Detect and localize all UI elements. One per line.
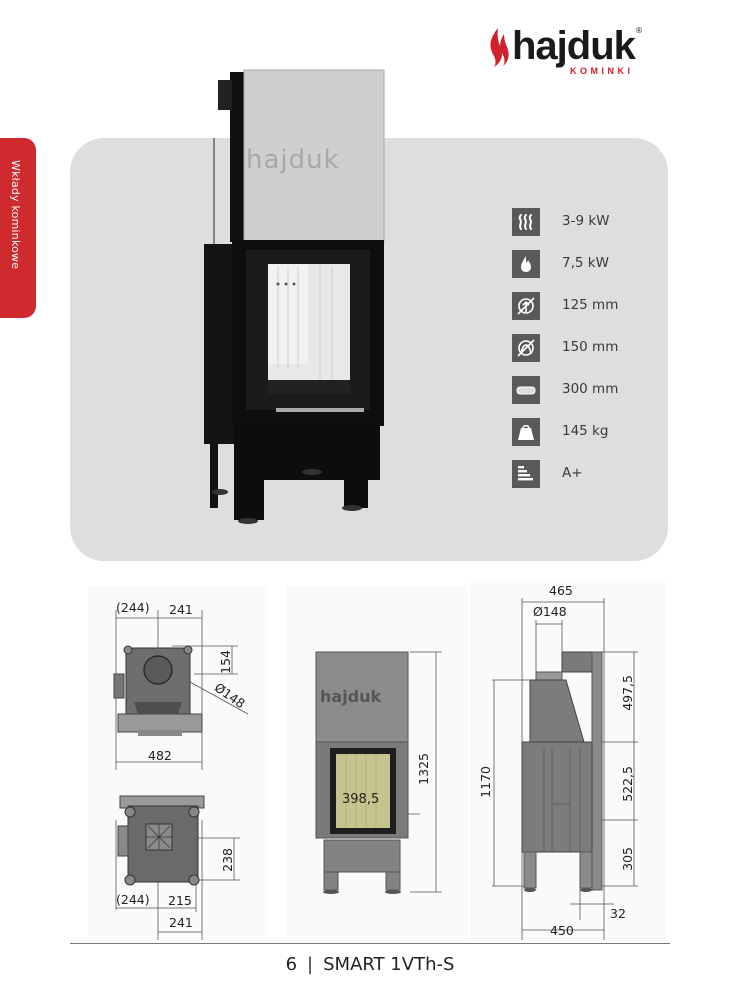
dim-bottom-depth: 238	[220, 848, 235, 872]
dim-top-left-offset: (244)	[116, 600, 150, 615]
dim-side-total-height: 1170	[478, 766, 493, 798]
top-view-drawing	[113, 610, 249, 770]
dim-top-right-offset: 241	[169, 602, 193, 617]
flue-diameter-icon	[512, 334, 540, 362]
bottom-view-drawing	[115, 795, 240, 940]
spec-row-weight: 145 kg	[512, 418, 662, 460]
spec-value: 300 mm	[562, 381, 619, 397]
spec-list: 3-9 kW 7,5 kW 125 mm 150 mm 300 mm 145 k…	[512, 208, 662, 502]
spec-value: 3-9 kW	[562, 213, 610, 229]
energy-class-icon	[512, 460, 540, 488]
dim-side-top-section: 497,5	[620, 675, 635, 711]
section-side-tab: Wkłady kominkowe	[0, 138, 36, 318]
spec-row-nominal-power: 3-9 kW	[512, 208, 662, 250]
spec-row-log-length: 300 mm	[512, 376, 662, 418]
brand-logo: hajduk ® KOMINKI	[478, 22, 678, 82]
spec-row-energy-class: A+	[512, 460, 662, 502]
heat-waves-icon	[512, 208, 540, 236]
section-side-tab-label: Wkłady kominkowe	[9, 160, 22, 270]
spec-value: 125 mm	[562, 297, 619, 313]
brand-name: hajduk	[512, 24, 636, 68]
dim-top-width: 482	[148, 748, 172, 763]
dim-side-offset: 32	[610, 906, 626, 921]
spec-row-rated-power: 7,5 kW	[512, 250, 662, 292]
dim-bottom-left-offset: (244)	[116, 892, 150, 907]
spec-value: A+	[562, 465, 583, 481]
dim-front-height: 1325	[416, 753, 431, 785]
dim-side-base-depth: 450	[550, 923, 574, 938]
spec-value: 145 kg	[562, 423, 609, 439]
brand-subtitle: KOMINKI	[570, 66, 634, 76]
dim-front-glass-width: 398,5	[342, 792, 380, 807]
footer-divider	[70, 943, 670, 944]
dim-bottom-inner: 215	[168, 893, 192, 908]
page-number: 6	[285, 954, 298, 975]
page-footer: 6 | SMART 1VTh-S	[0, 954, 740, 975]
dim-top-depth: 154	[218, 650, 233, 674]
dim-bottom-right-offset: 241	[169, 915, 193, 930]
flame-icon	[512, 250, 540, 278]
dim-side-bottom-section: 305	[620, 847, 635, 871]
flame-logo-icon	[490, 28, 509, 67]
side-view-drawing	[492, 598, 638, 940]
registered-mark: ®	[635, 26, 643, 35]
dim-side-middle-section: 522,5	[620, 766, 635, 802]
front-view-badge: hajduk	[320, 687, 382, 706]
footer-separator: |	[307, 954, 314, 975]
dim-side-flue: Ø148	[533, 604, 567, 619]
spec-row-air-inlet: 125 mm	[512, 292, 662, 334]
model-name: SMART 1VTh-S	[323, 954, 455, 975]
spec-value: 7,5 kW	[562, 255, 609, 271]
spec-value: 150 mm	[562, 339, 619, 355]
fireplace-product-image: hajduk	[204, 69, 385, 524]
air-inlet-diameter-icon	[512, 292, 540, 320]
log-length-icon	[512, 376, 540, 404]
weight-icon	[512, 418, 540, 446]
spec-row-flue: 150 mm	[512, 334, 662, 376]
front-view-drawing: hajduk	[315, 651, 442, 894]
product-badge: hajduk	[246, 145, 340, 175]
dim-side-depth-top: 465	[549, 583, 573, 598]
